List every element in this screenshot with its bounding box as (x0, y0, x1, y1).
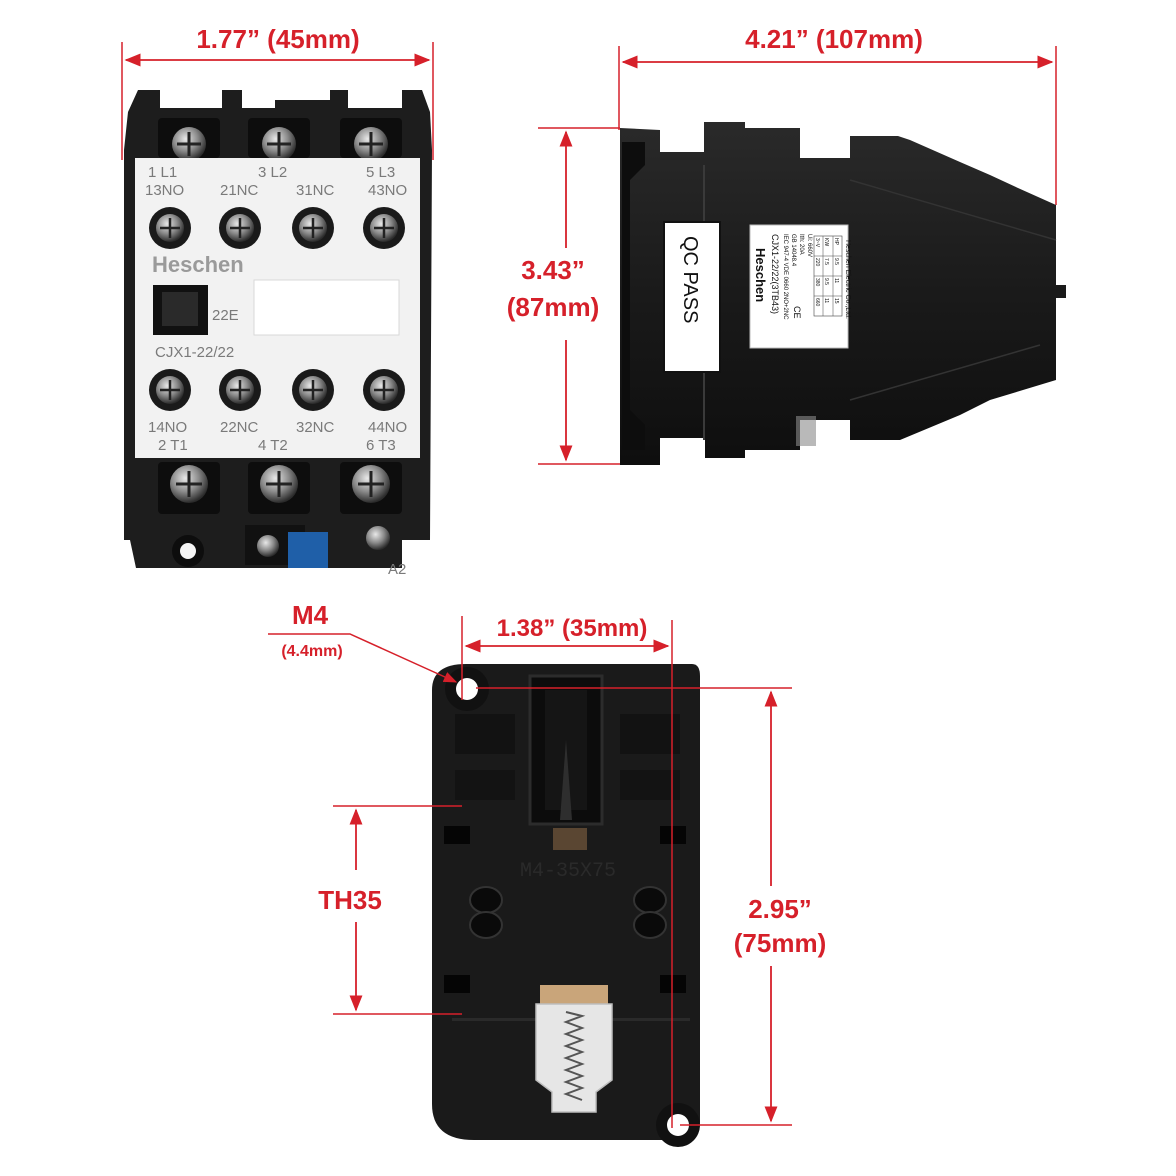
terminal-label-l2: 3 L2 (258, 164, 287, 181)
hole-leader-line (268, 633, 458, 683)
aux-label-32nc: 32NC (296, 419, 335, 436)
coil-terminal-area: A2 (172, 525, 406, 578)
aux-label-31nc: 31NC (296, 182, 335, 199)
rail-clip-screws (469, 886, 667, 939)
hole-spacing-label: 1.38” (35mm) (497, 615, 648, 642)
back-view: M4-35X75 M4 (4.4mm) 1.38” (35mm) 2.95” (… (268, 600, 826, 1147)
coil-terminal-a2-label: A2 (388, 561, 406, 578)
nameplate-ith: Ith: 20A (798, 234, 804, 255)
back-height-label-mm: (75mm) (734, 928, 826, 958)
back-height-label-in: 2.95” (748, 894, 812, 924)
terminal-label-t3: 6 T3 (366, 437, 396, 454)
side-view: 4.21” (107mm) 3.43” (87mm) QC PASS Hesch… (507, 24, 1066, 465)
rating-cell: 9.5 (823, 278, 829, 285)
rating-cell: 380 (814, 278, 820, 287)
rating-cell: 11 (823, 298, 829, 303)
nameplate-brand: Heschen (753, 248, 768, 302)
aux-label-14no: 14NO (148, 419, 187, 436)
screw-icon (262, 127, 296, 161)
nameplate-ui: Ui: 660V (806, 234, 812, 257)
terminal-label-t1: 2 T1 (158, 437, 188, 454)
rating-cell: 15 (833, 298, 839, 304)
aux-label-43no: 43NO (368, 182, 407, 199)
ce-mark: CE (792, 306, 802, 319)
side-depth-label: 4.21” (107mm) (745, 24, 923, 54)
terminal-label-l1: 1 L1 (148, 164, 177, 181)
nameplate-standards: IEC 947-4 VDE 0660 2NO+2NC (782, 234, 788, 320)
aux-label-22nc: 22NC (220, 419, 259, 436)
screw-icon (354, 127, 388, 161)
screw-size-label: M4 (292, 600, 329, 630)
side-height-label-in: 3.43” (521, 255, 585, 285)
rating-cell: 220 (814, 258, 820, 267)
nameplate-gb: GB 14048.4 (790, 234, 796, 267)
side-din-clip (622, 142, 645, 450)
back-molded-code: M4-35X75 (520, 860, 616, 883)
rating-cell: KW (823, 238, 829, 246)
side-nameplate: Heschen CJX1-22/22(3TB43) IEC 947-4 VDE … (749, 224, 851, 349)
screw-icon (170, 465, 208, 503)
rating-cell: 9.5 (833, 258, 839, 265)
din-rail-latch (535, 985, 613, 1113)
nameplate-model: CJX1-22/22(3TB43) (770, 234, 780, 314)
terminal-label-l3: 5 L3 (366, 164, 395, 181)
aux-block-code: 22E (212, 307, 239, 324)
front-width-label: 1.77” (45mm) (196, 24, 359, 54)
marking-label-area (253, 279, 400, 336)
nameplate-maker: Heschen Electric Co.,Ltd. (844, 240, 851, 319)
top-power-terminals (158, 118, 402, 161)
hole-diameter-label: (4.4mm) (281, 643, 342, 660)
front-view: 1.77” (45mm) 1 L1 3 L2 5 L3 (121, 24, 434, 578)
aux-label-13no: 13NO (145, 182, 184, 199)
nameplate-rating-table: 3~V 220 380 660 KW 7.5 9.5 11 HP 9.5 11 … (813, 235, 843, 317)
rating-cell: 660 (814, 298, 820, 307)
aux-terminals-bottom (149, 369, 405, 411)
rating-cell: 7.5 (823, 258, 829, 265)
side-height-label-mm: (87mm) (507, 292, 599, 322)
rating-cell: 3~V (814, 238, 820, 248)
rating-cell: HP (833, 238, 839, 246)
screw-icon (260, 465, 298, 503)
screw-icon (352, 465, 390, 503)
aux-label-44no: 44NO (368, 419, 407, 436)
qc-pass-sticker (663, 221, 721, 373)
terminal-label-t2: 4 T2 (258, 437, 288, 454)
aux-label-21nc: 21NC (220, 182, 259, 199)
mounting-hole-top (445, 667, 489, 711)
qc-pass-text: QC PASS (679, 236, 701, 323)
screw-icon (172, 127, 206, 161)
rail-type-label: TH35 (318, 885, 382, 915)
bottom-power-terminals (158, 462, 402, 514)
front-brand-logo: Heschen (152, 252, 244, 277)
rating-cell: 11 (833, 278, 839, 283)
aux-terminals-top (149, 207, 405, 249)
front-model-label: CJX1-22/22 (155, 344, 234, 361)
